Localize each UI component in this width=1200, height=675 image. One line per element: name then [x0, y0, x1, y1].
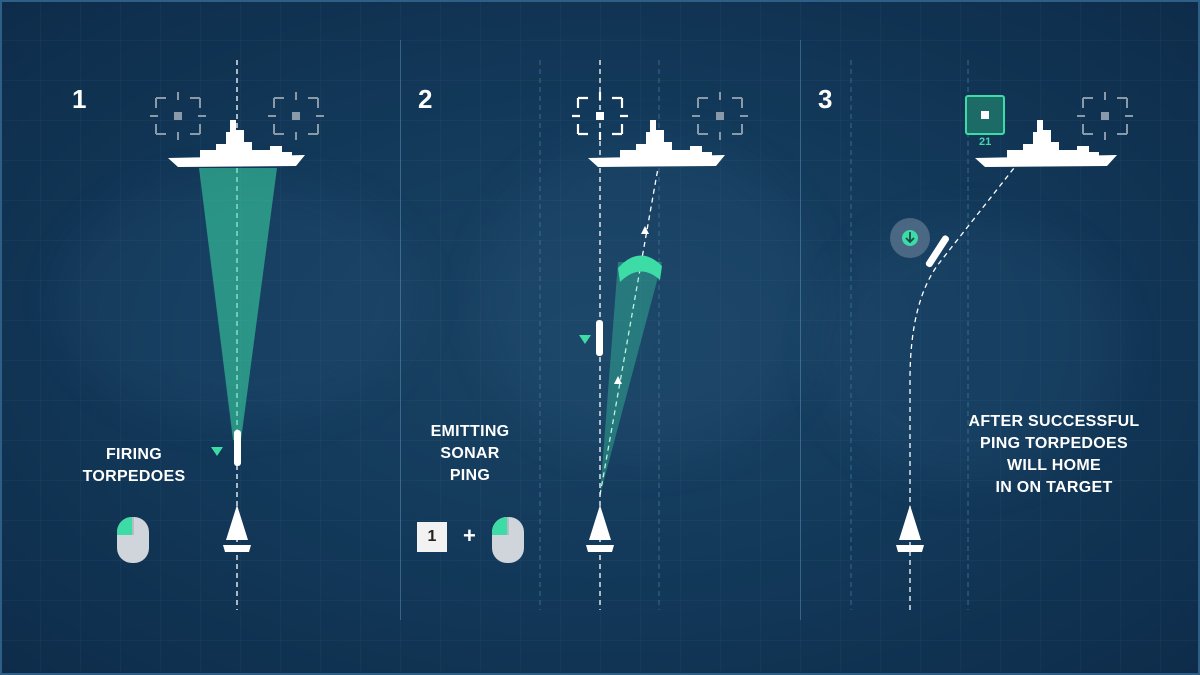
step-number: 3: [818, 84, 833, 114]
mouse-left-click-icon: [491, 516, 524, 563]
step-1-scene: [116, 60, 324, 610]
panel-divider: [800, 40, 801, 620]
torpedo-track: [599, 167, 659, 496]
reticle-icon: [572, 92, 628, 140]
step-3-scene: [850, 60, 1133, 610]
mouse-left-click-icon: [116, 516, 149, 563]
panel-divider: [400, 40, 401, 620]
torpedo-icon: [234, 430, 241, 466]
step-caption: AFTER SUCCESSFUL PING TORPEDOES WILL HOM…: [968, 413, 1140, 496]
enemy-ship-icon: [168, 120, 305, 167]
step-number: 2: [418, 84, 433, 114]
target-marker-count: 21: [979, 136, 992, 148]
selection-marker-icon: [579, 335, 591, 344]
key-icon: 1: [417, 522, 447, 552]
reticle-icon: [692, 92, 748, 140]
sonar-ping-cone: [600, 262, 662, 495]
homing-indicator-icon: [890, 218, 930, 258]
player-ship-icon: [586, 505, 614, 552]
torpedo-icon: [596, 320, 603, 356]
enemy-ship-icon: [588, 120, 725, 167]
step-2-scene: [491, 60, 748, 610]
enemy-ship-icon: [975, 120, 1117, 167]
selection-marker-icon: [211, 447, 223, 456]
reticle-icon: [268, 92, 324, 140]
step-caption: FIRING TORPEDOES: [82, 446, 186, 485]
reticle-icon: [150, 92, 206, 140]
step-1-panel: 1 FIRING TORPEDOES: [0, 0, 400, 675]
step-2-panel: 2 EMITTING SONAR PING 1 +: [400, 0, 800, 675]
torpedo-icon: [925, 235, 950, 268]
reticle-icon: [1077, 92, 1133, 140]
plus-icon: +: [463, 523, 476, 548]
step-3-panel: 3 21 AFTER SUCCESSFUL PING TORPEDOES WIL…: [800, 0, 1200, 675]
sonar-ping-wave: [618, 255, 662, 282]
player-ship-icon: [896, 505, 924, 552]
step-caption: EMITTING SONAR PING: [430, 423, 510, 484]
player-ship-icon: [223, 505, 251, 552]
torpedo-spread-cone: [199, 168, 277, 440]
homing-torpedo-track: [909, 167, 1015, 610]
step-number: 1: [72, 84, 87, 114]
